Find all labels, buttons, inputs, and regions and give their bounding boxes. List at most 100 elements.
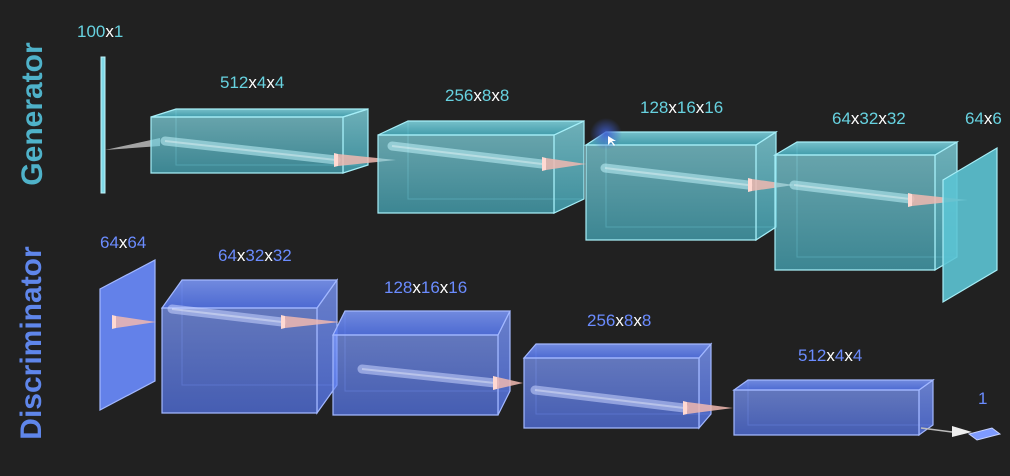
discriminator-kernel-1-base bbox=[281, 315, 285, 329]
dim-separator: x bbox=[695, 98, 705, 117]
dim-separator: x bbox=[826, 346, 835, 365]
dim-separator: x bbox=[668, 98, 677, 117]
dim-value: 8 bbox=[481, 86, 492, 105]
generator-feature-rod-4-highlight bbox=[793, 184, 911, 200]
discriminator-output-arrow bbox=[952, 426, 972, 437]
generator-feature-rod-4 bbox=[789, 180, 915, 204]
dim-value: 32 bbox=[272, 246, 292, 265]
dim-separator: x bbox=[491, 86, 500, 105]
dim-separator: x bbox=[412, 278, 421, 297]
box-top-face bbox=[772, 141, 960, 156]
generator-feature-rod-1-highlight bbox=[164, 140, 337, 161]
discriminator-kernel-1 bbox=[285, 316, 340, 328]
dim-separator: x bbox=[439, 278, 449, 297]
discriminator-output-node bbox=[967, 427, 1002, 441]
dim-value: 32 bbox=[245, 246, 265, 265]
generator-kernel-1 bbox=[338, 154, 396, 166]
dim-value: 256 bbox=[445, 86, 474, 105]
dim-value: 16 bbox=[420, 278, 440, 297]
box-front-face bbox=[377, 134, 555, 214]
dim-value: 128 bbox=[384, 278, 413, 297]
dim-separator: x bbox=[264, 246, 273, 265]
generator-section-title: Generator bbox=[16, 42, 49, 186]
generator-label-output: 64x6 bbox=[965, 109, 1002, 129]
dim-separator: x bbox=[266, 73, 275, 92]
discriminator-feature-rod-3 bbox=[530, 385, 689, 413]
discriminator-label-input: 64x64 bbox=[100, 233, 146, 253]
dim-value: 64 bbox=[218, 246, 237, 265]
generator-kernel-4 bbox=[912, 194, 968, 206]
dim-value: 6 bbox=[992, 109, 1002, 128]
dim-value: 4 bbox=[274, 73, 285, 92]
discriminator-feature-rod-3-highlight bbox=[534, 389, 685, 409]
generator-feature-rod-2 bbox=[387, 141, 547, 169]
box-front-face bbox=[585, 144, 757, 241]
dim-value: 8 bbox=[499, 86, 510, 105]
generator-layer-256x8x8 bbox=[377, 120, 585, 214]
cursor-highlight bbox=[590, 118, 622, 150]
dim-value: 64 bbox=[100, 233, 119, 252]
generator-input-projection bbox=[105, 138, 160, 150]
dim-separator: x bbox=[615, 311, 624, 330]
dim-separator: x bbox=[236, 246, 246, 265]
dim-separator: x bbox=[878, 109, 887, 128]
generator-label-layer-4: 64x32x32 bbox=[832, 109, 906, 129]
discriminator-layer-256x8x8 bbox=[522, 342, 713, 430]
generator-kernel-1-base bbox=[334, 153, 338, 167]
generator-kernel-2-base bbox=[542, 157, 546, 171]
generator-kernel-3 bbox=[752, 179, 794, 191]
dim-separator: x bbox=[105, 22, 114, 41]
generator-feature-rod-3 bbox=[600, 163, 753, 190]
dim-value: 64 bbox=[832, 109, 851, 128]
discriminator-kernel-2-base bbox=[493, 376, 497, 390]
dim-value: 32 bbox=[859, 109, 879, 128]
dim-separator: x bbox=[633, 311, 642, 330]
generator-feature-rod-3-highlight bbox=[604, 167, 749, 186]
generator-kernel-3-base bbox=[748, 178, 752, 192]
box-front-face bbox=[774, 154, 936, 271]
box-front-face bbox=[523, 357, 700, 429]
discriminator-kernel-2 bbox=[497, 377, 523, 389]
box-top-face bbox=[150, 108, 369, 118]
dim-separator: x bbox=[983, 109, 993, 128]
discriminator-feature-rod-1-highlight bbox=[171, 308, 283, 323]
discriminator-kernel-0-base bbox=[112, 315, 116, 329]
generator-label-input: 100x1 bbox=[77, 22, 123, 42]
discriminator-label-layer-2: 128x16x16 bbox=[384, 278, 467, 298]
dim-value: 16 bbox=[448, 278, 468, 297]
dim-value: 8 bbox=[641, 311, 652, 330]
box-front-face bbox=[161, 307, 318, 414]
discriminator-layer-128x16x16 bbox=[332, 310, 511, 416]
discriminator-layer-512x4x4 bbox=[732, 378, 935, 437]
discriminator-label-output: 1 bbox=[978, 389, 987, 409]
discriminator-feature-rod-1 bbox=[167, 304, 287, 327]
discriminator-section-title: Discriminator bbox=[15, 246, 48, 440]
dim-value: 128 bbox=[640, 98, 669, 117]
dim-value: 512 bbox=[220, 73, 249, 92]
box-front-face bbox=[733, 389, 920, 436]
discriminator-layer-64x32x32 bbox=[160, 278, 339, 415]
discriminator-label-layer-4: 512x4x4 bbox=[798, 346, 862, 366]
dim-value: 64 bbox=[127, 233, 147, 252]
discriminator-input-image bbox=[99, 259, 156, 411]
dim-separator: x bbox=[473, 86, 482, 105]
discriminator-label-layer-1: 64x32x32 bbox=[218, 246, 292, 266]
generator-label-layer-2: 256x8x8 bbox=[445, 86, 509, 106]
dim-separator: x bbox=[118, 233, 128, 252]
dim-value: 64 bbox=[965, 109, 984, 128]
dim-value: 16 bbox=[704, 98, 724, 117]
generator-input-vector bbox=[100, 56, 106, 194]
box-top-face bbox=[160, 279, 339, 309]
generator-feature-rod-1 bbox=[160, 136, 341, 165]
dim-separator: x bbox=[844, 346, 853, 365]
discriminator-feature-rod-2-highlight bbox=[361, 368, 496, 384]
dim-value: 4 bbox=[256, 73, 267, 92]
dim-value: 4 bbox=[834, 346, 845, 365]
dim-separator: x bbox=[850, 109, 860, 128]
box-top-face bbox=[377, 120, 585, 136]
dim-value: 100 bbox=[77, 22, 106, 41]
dim-separator: x bbox=[248, 73, 257, 92]
generator-kernel-2 bbox=[546, 158, 586, 170]
